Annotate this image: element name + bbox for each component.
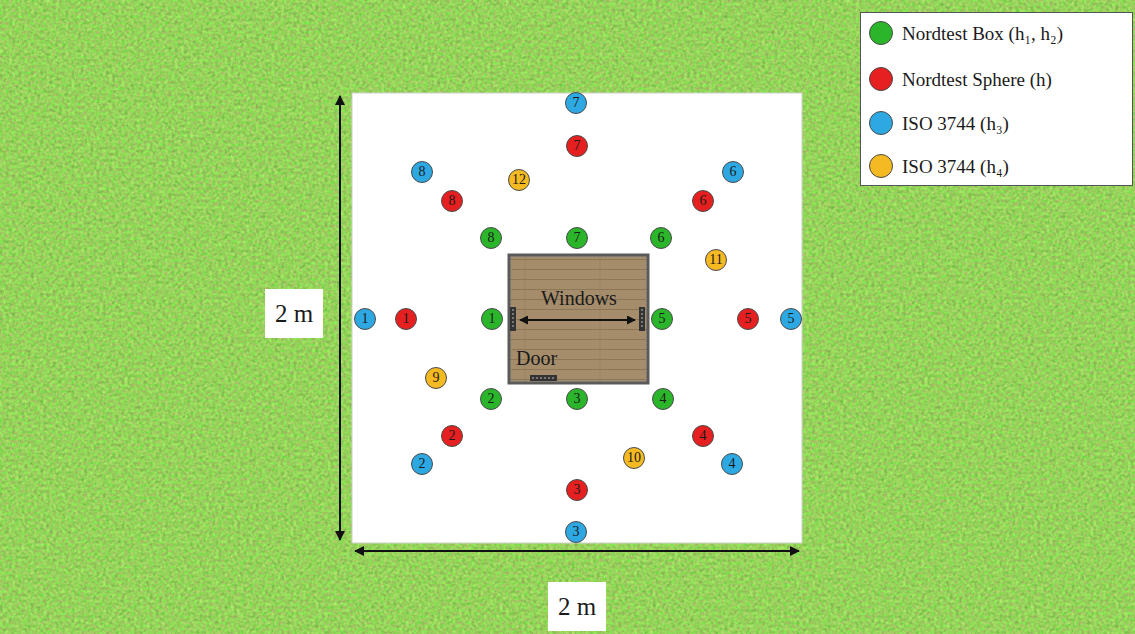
callout-number: 8 (488, 231, 495, 245)
callout-number: 5 (659, 312, 666, 326)
iso-position: 3 (565, 521, 587, 543)
house-node: WindowsDoor (508, 254, 649, 384)
sphere-position: 3 (566, 479, 588, 501)
iso-position: 10 (623, 447, 645, 469)
legend-swatch (869, 154, 893, 178)
door-symbol (530, 375, 557, 381)
legend-text: ISO 3744 (h₄) (902, 157, 1009, 176)
legend-text: Nordtest Sphere (h) (902, 70, 1052, 89)
box-position: 5 (651, 308, 673, 330)
legend-swatch (869, 67, 893, 91)
callout-number: 10 (627, 451, 641, 465)
iso-position: 6 (722, 161, 744, 183)
sphere-position: 4 (692, 425, 714, 447)
house-box (509, 255, 648, 383)
sphere-position: 1 (395, 308, 417, 330)
legend-text: ISO 3744 (h₃) (902, 114, 1009, 133)
callout-number: 7 (574, 231, 581, 245)
iso-position: 4 (721, 453, 743, 475)
callout-number: 3 (573, 525, 580, 539)
door-label: Door (516, 348, 557, 368)
dimension-arrow (339, 96, 341, 540)
windows-label: Windows (541, 288, 617, 308)
iso-position: 11 (705, 249, 727, 271)
box-position: 2 (480, 388, 502, 410)
iso-position: 8 (411, 161, 433, 183)
callout-number: 7 (574, 139, 581, 153)
iso-position: 9 (425, 367, 447, 389)
dimension-label: 2 m (265, 289, 323, 338)
legend-box: Nordtest Box (h₁, h₂) Nordtest Sphere (h)… (860, 12, 1133, 186)
iso-position: 2 (411, 453, 433, 475)
iso-position: 5 (780, 308, 802, 330)
callout-number: 11 (709, 253, 722, 267)
legend-row: Nordtest Sphere (h) (869, 66, 1052, 92)
legend-row: ISO 3744 (h₄) (869, 153, 1009, 179)
callout-number: 1 (362, 312, 369, 326)
sphere-position: 8 (441, 190, 463, 212)
windows-arrow (520, 319, 635, 321)
iso-position: 1 (354, 308, 376, 330)
callout-number: 2 (419, 457, 426, 471)
measurement-area (352, 93, 802, 543)
sphere-position: 7 (566, 135, 588, 157)
callout-number: 2 (449, 429, 456, 443)
callout-number: 6 (730, 165, 737, 179)
callout-number: 4 (660, 392, 667, 406)
window-symbol (510, 307, 645, 331)
box-position: 8 (480, 227, 502, 249)
dimension-label: 2 m (548, 582, 606, 631)
sphere-position: 5 (737, 308, 759, 330)
legend-row: ISO 3744 (h₃) (869, 110, 1009, 136)
callout-number: 5 (788, 312, 795, 326)
sphere-position: 2 (441, 425, 463, 447)
callout-number: 1 (403, 312, 410, 326)
callout-number: 2 (488, 392, 495, 406)
house-wall (511, 257, 646, 381)
dimension-arrow (355, 550, 799, 552)
legend-text: Nordtest Box (h₁, h₂) (902, 24, 1063, 43)
legend-row: Nordtest Box (h₁, h₂) (869, 20, 1063, 46)
iso-position: 7 (565, 92, 587, 114)
callout-number: 8 (449, 194, 456, 208)
callout-number: 4 (729, 457, 736, 471)
callout-number: 6 (658, 231, 665, 245)
callout-number: 12 (512, 173, 526, 187)
box-position: 6 (650, 227, 672, 249)
iso-position: 12 (508, 169, 530, 191)
sphere-position: 6 (692, 190, 714, 212)
box-position: 1 (481, 308, 503, 330)
callout-number: 4 (700, 429, 707, 443)
callout-number: 3 (574, 483, 581, 497)
callout-number: 5 (745, 312, 752, 326)
callout-number: 8 (419, 165, 426, 179)
legend-swatch (869, 111, 893, 135)
legend-swatch (869, 21, 893, 45)
callout-number: 9 (433, 371, 440, 385)
callout-number: 6 (700, 194, 707, 208)
callout-number: 3 (574, 392, 581, 406)
box-position: 7 (566, 227, 588, 249)
callout-number: 7 (573, 96, 580, 110)
box-position: 3 (566, 388, 588, 410)
box-position: 4 (652, 388, 674, 410)
callout-number: 1 (489, 312, 496, 326)
